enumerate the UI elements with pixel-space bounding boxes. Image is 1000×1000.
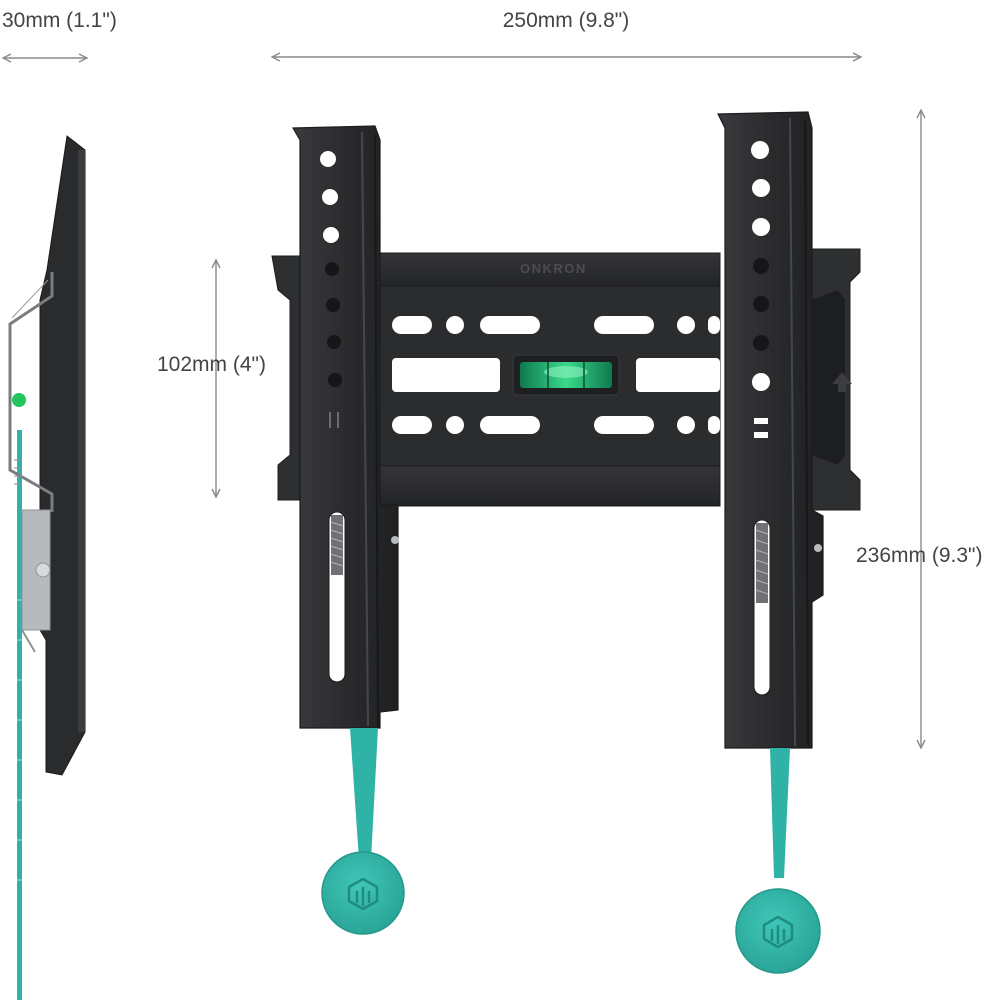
side-view-strap xyxy=(17,430,22,1000)
total-height-dimension-label: 236mm (9.3") xyxy=(856,544,983,567)
side-view xyxy=(8,135,86,1000)
left-puck-logo-icon xyxy=(347,877,379,911)
vesa-height-dimension-label: 102mm (4") xyxy=(157,353,266,376)
left-vertical-rail xyxy=(291,125,399,729)
brand-engraving: ONKRON xyxy=(520,261,587,276)
side-view-level-icon xyxy=(12,393,26,407)
right-vertical-rail xyxy=(717,111,824,749)
right-release-strap xyxy=(735,748,821,974)
wall-plate xyxy=(271,248,861,511)
width-dimension-label: 250mm (9.8") xyxy=(502,9,630,32)
depth-dimension-label: 30mm (1.1") xyxy=(2,9,117,32)
right-puck-logo-icon xyxy=(762,915,794,949)
left-release-strap xyxy=(321,728,405,935)
